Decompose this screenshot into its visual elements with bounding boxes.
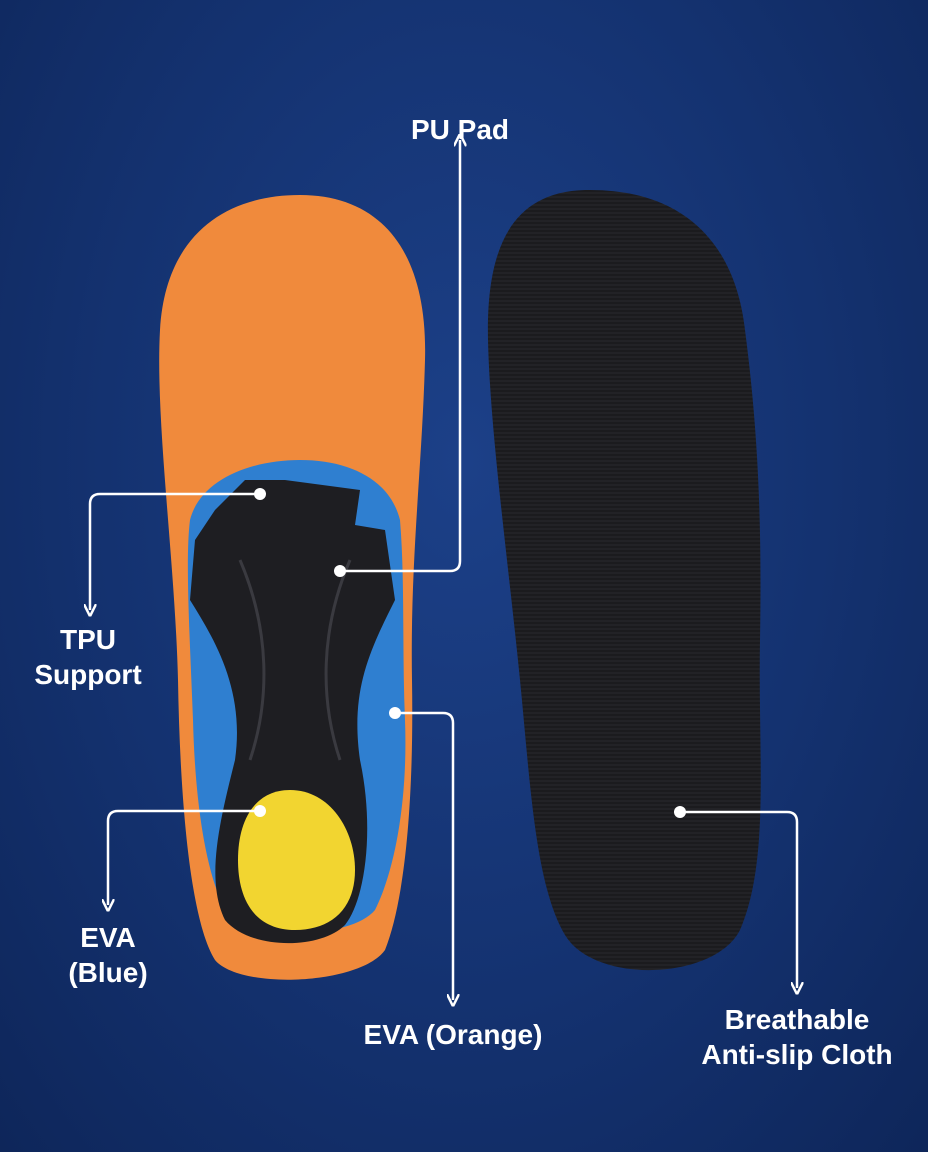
cloth-leader xyxy=(680,810,797,988)
label-pu-pad: PU Pad xyxy=(410,114,510,145)
label-line: Anti-slip Cloth xyxy=(701,1039,893,1070)
label-line: TPU xyxy=(60,624,116,655)
label-line: Breathable xyxy=(724,1004,870,1035)
eva-blue-leader xyxy=(108,809,260,905)
cloth-dot xyxy=(674,806,686,818)
pu-pad-dot xyxy=(334,565,346,577)
label-eva-orange: EVA (Orange) xyxy=(363,1019,543,1050)
label-eva-blue: EVA (Blue) xyxy=(68,920,147,990)
label-tpu-support: TPU Support xyxy=(34,622,141,692)
label-line: EVA xyxy=(80,922,136,953)
pu-pad-leader xyxy=(340,140,460,573)
eva-blue-dot xyxy=(254,805,266,817)
label-cloth: Breathable Anti-slip Cloth xyxy=(701,1002,892,1072)
eva-orange-leader xyxy=(395,711,453,1000)
pu-pad xyxy=(238,790,355,930)
tpu-support-leader xyxy=(90,492,260,610)
tpu-support-dot xyxy=(254,488,266,500)
left-insole-top xyxy=(159,195,426,980)
label-line: (Blue) xyxy=(68,957,148,988)
right-insole-bottom xyxy=(487,189,761,971)
label-line: Support xyxy=(34,659,142,690)
eva-orange-dot xyxy=(389,707,401,719)
